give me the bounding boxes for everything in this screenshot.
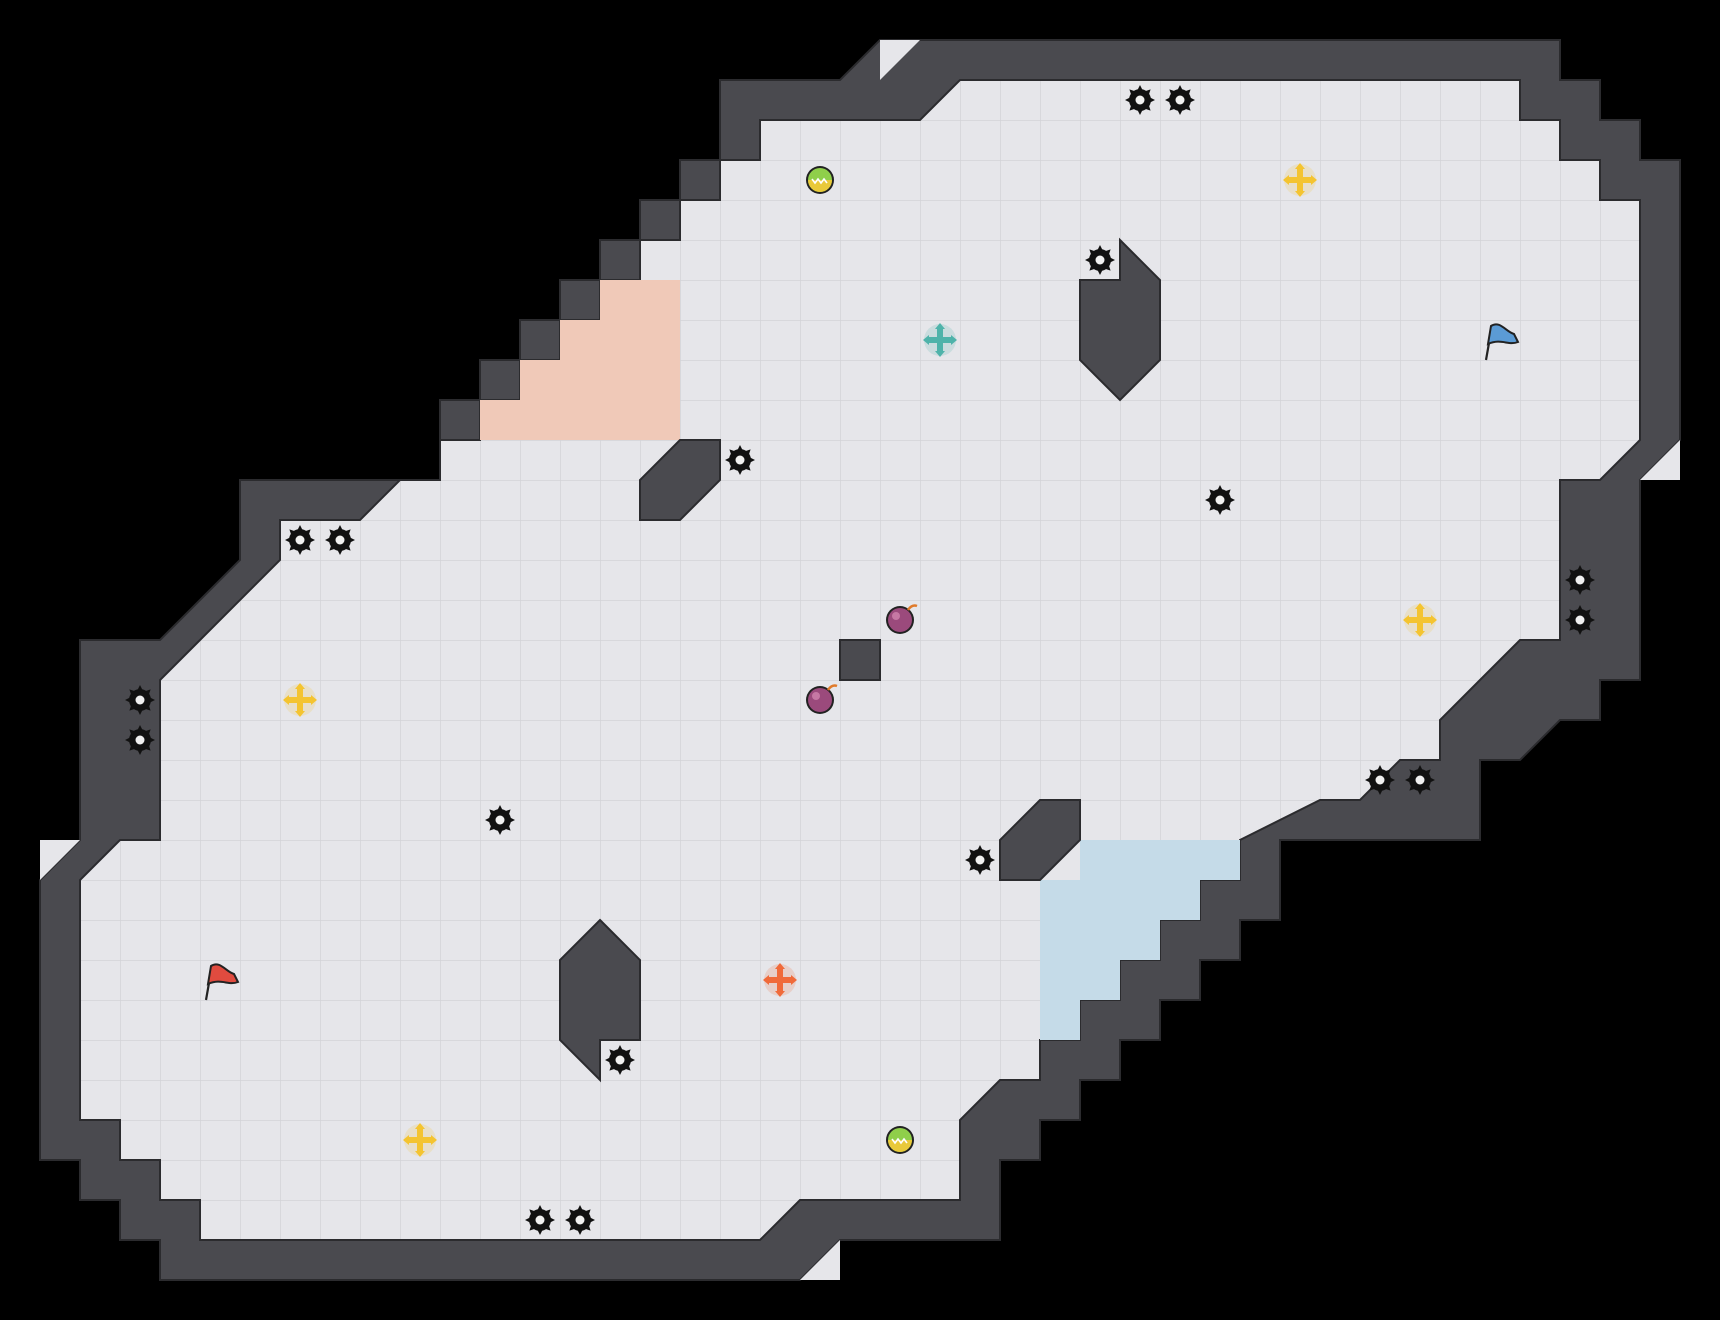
obstacle-diag-upper (639, 439, 721, 521)
spike-icon (725, 445, 755, 475)
blue-team-zone (1040, 840, 1240, 1040)
spike-icon (1565, 605, 1595, 635)
spike-icon (605, 1045, 635, 1075)
spike-icon (1205, 485, 1235, 515)
spike-icon (1085, 245, 1115, 275)
spike-icon (325, 525, 355, 555)
spike-icon (965, 845, 995, 875)
spike-icon (1365, 765, 1395, 795)
spike-icon (1165, 85, 1195, 115)
spike-icon (525, 1205, 555, 1235)
powerup-orb-icon (805, 165, 835, 195)
obstacle-hex-top (1079, 237, 1161, 402)
spike-icon (125, 685, 155, 715)
powerup-orb-icon (885, 1125, 915, 1155)
obstacle-diag-lower (999, 799, 1081, 881)
obstacle-block-center (839, 639, 881, 681)
red-team-zone (480, 280, 680, 440)
wall-notches (40, 40, 1680, 1280)
spike-icon (285, 525, 315, 555)
obstacle-hex-bottom (559, 918, 641, 1083)
spike-icon (565, 1205, 595, 1235)
spike-icon (1565, 565, 1595, 595)
spike-icon (485, 805, 515, 835)
spike-icon (1405, 765, 1435, 795)
spike-icon (1125, 85, 1155, 115)
spike-icon (125, 725, 155, 755)
